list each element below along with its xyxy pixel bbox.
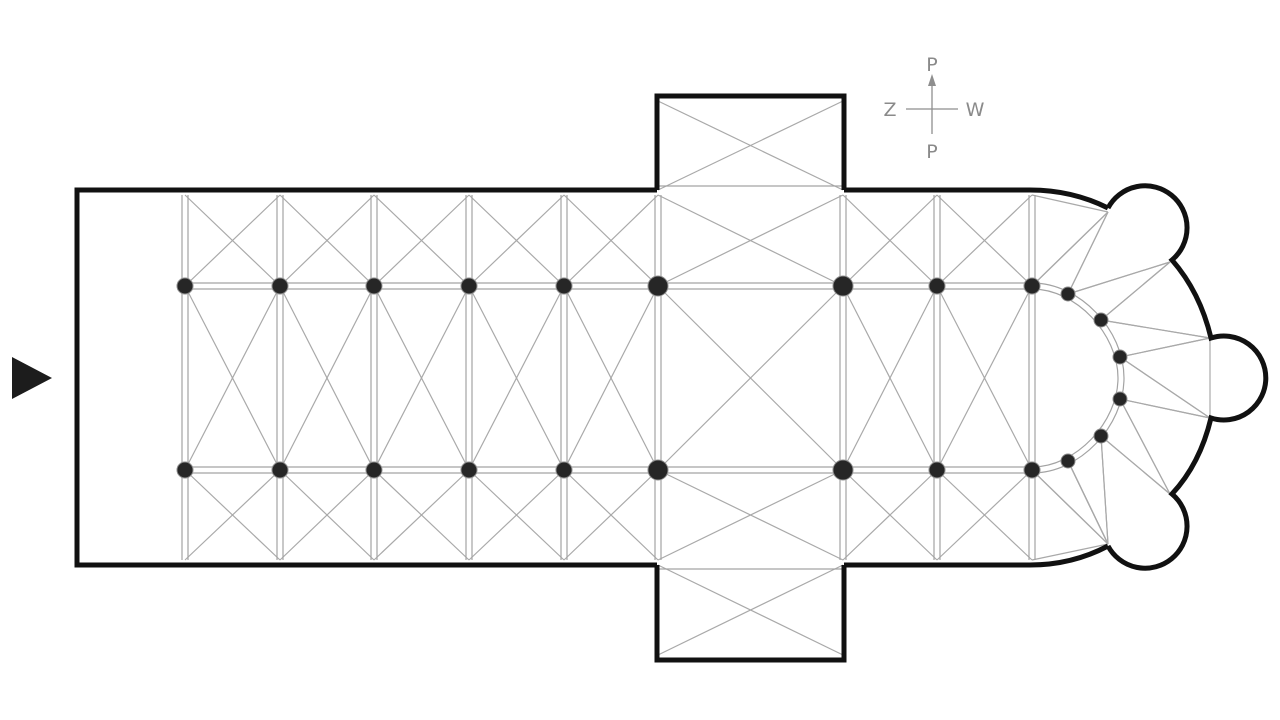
vault-ribs — [184, 100, 1211, 656]
vault-rib — [563, 194, 659, 287]
apse-rib — [1100, 435, 1109, 545]
apse-rib — [1119, 337, 1211, 358]
pier — [647, 459, 669, 481]
choir-north-wall — [844, 187, 1110, 211]
vault-rib — [563, 285, 659, 471]
apse-rib — [1031, 469, 1109, 545]
pier — [271, 461, 289, 479]
pier — [1023, 277, 1041, 295]
apse-chapels-wall — [1105, 183, 1269, 571]
compass-west-label: Z — [883, 99, 896, 121]
vault-rib — [657, 100, 844, 191]
south-transept-wall — [654, 565, 847, 663]
vault-rib — [936, 194, 1033, 287]
vault-rib — [936, 285, 1033, 471]
compass-rose-icon: P P Z W — [883, 54, 984, 163]
pier — [365, 277, 383, 295]
outer-walls — [74, 93, 1269, 663]
apse-pier — [1093, 312, 1109, 328]
entrance-arrow-icon — [12, 357, 52, 399]
apse-rib — [1031, 543, 1109, 561]
pier — [832, 459, 854, 481]
pier — [271, 277, 289, 295]
pier — [832, 275, 854, 297]
pier — [555, 461, 573, 479]
apse-rib — [1119, 398, 1211, 419]
vault-rib — [468, 285, 565, 471]
apse-pier — [1112, 349, 1128, 365]
vault-rib — [373, 194, 470, 287]
apse-pier — [1060, 286, 1076, 302]
apse-rib — [1067, 460, 1109, 545]
apse-rib — [1067, 211, 1109, 295]
vault-rib — [184, 194, 281, 287]
transverse-arches — [181, 185, 1125, 570]
apse-rib — [1119, 398, 1171, 495]
vault-rib — [468, 469, 565, 561]
north-transept-wall — [654, 93, 847, 190]
pier — [176, 277, 194, 295]
compass-north-label: P — [926, 54, 937, 76]
apse-rib — [1100, 435, 1171, 495]
vault-rib — [842, 469, 938, 561]
apse-rib — [1119, 356, 1211, 419]
vault-rib — [842, 194, 938, 287]
vault-rib — [373, 285, 470, 471]
vault-rib — [657, 285, 844, 471]
vault-rib — [279, 469, 375, 561]
pier — [647, 275, 669, 297]
apse-rib — [1067, 261, 1171, 295]
vault-rib — [279, 285, 375, 471]
vault-rib — [563, 469, 659, 561]
pier — [928, 461, 946, 479]
vault-rib — [373, 469, 470, 561]
pier — [1023, 461, 1041, 479]
nave-wall — [74, 187, 657, 568]
compass-north-arrow-icon — [928, 74, 936, 86]
vault-rib — [936, 469, 1033, 561]
apse-rib — [1100, 261, 1171, 321]
vault-rib — [468, 194, 565, 287]
apse-pier — [1060, 453, 1076, 469]
pier — [460, 277, 478, 295]
pier — [365, 461, 383, 479]
pier — [460, 461, 478, 479]
vault-rib — [657, 564, 844, 656]
apse-pier — [1093, 428, 1109, 444]
vault-rib — [279, 194, 375, 287]
piers — [176, 275, 1128, 481]
apse-rib — [1100, 319, 1211, 339]
vault-rib — [184, 285, 281, 471]
vault-rib — [184, 469, 281, 561]
apse-pier — [1112, 391, 1128, 407]
pier — [928, 277, 946, 295]
compass-east-label: W — [966, 99, 985, 121]
vault-rib — [657, 194, 844, 287]
apse-rib — [1031, 194, 1109, 213]
pier — [555, 277, 573, 295]
pier — [176, 461, 194, 479]
vault-rib — [657, 469, 844, 561]
vault-rib — [842, 285, 938, 471]
choir-south-wall — [844, 543, 1110, 568]
compass-south-label: P — [926, 141, 937, 163]
apse-rib — [1031, 211, 1109, 287]
